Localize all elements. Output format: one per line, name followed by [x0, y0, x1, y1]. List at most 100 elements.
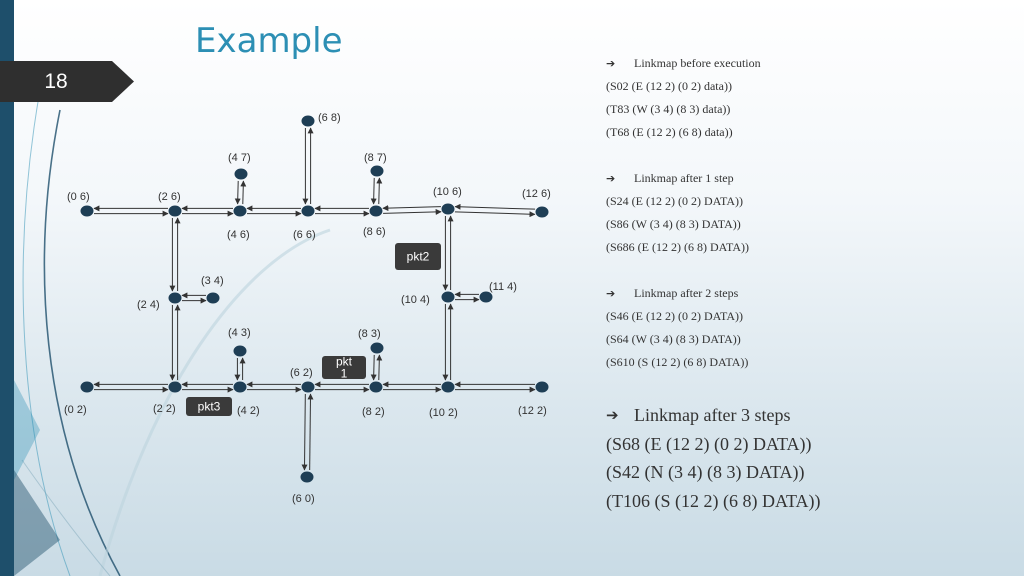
linkmap-line: (S68 (E (12 2) (0 2) DATA)) [606, 433, 812, 454]
packet-pkt1 [322, 356, 366, 379]
node-n0_2 [80, 381, 94, 393]
linkmap-before-section: ➔ Linkmap before execution (S02 (E (12 2)… [606, 52, 761, 144]
link-backward [454, 203, 536, 210]
link-forward [376, 354, 383, 381]
arrow-bullet-icon: ➔ [606, 57, 616, 70]
linkmap-line: (S610 (S (12 2) (6 8) DATA)) [606, 355, 749, 369]
node-label: (3 4) [201, 275, 224, 287]
link-backward [234, 180, 241, 205]
decorative-curve [43, 109, 121, 576]
linkmap-heading: Linkmap before execution [634, 56, 761, 70]
arrow-bullet-icon: ➔ [606, 172, 616, 185]
node-n2_4 [168, 292, 182, 304]
packet-label: pkt3 [198, 400, 221, 414]
node-n8_6 [369, 205, 383, 217]
packet-pkt2 [395, 243, 441, 270]
linkmap-line: (S02 (E (12 2) (0 2) data)) [606, 79, 732, 93]
link-backward [370, 177, 377, 205]
node-n8_7 [370, 165, 384, 177]
packet-pkt3 [186, 397, 232, 416]
node-n11_4 [479, 291, 493, 303]
packet-label: pkt2 [407, 250, 430, 264]
decorative-triangle [14, 470, 60, 576]
linkmap-heading: Linkmap after 3 steps [634, 405, 791, 425]
linkmap-line: (S86 (W (3 4) (8 3) DATA)) [606, 217, 741, 231]
link-forward [383, 208, 442, 215]
node-n6_2 [301, 381, 315, 393]
slide-number-tab [0, 61, 134, 102]
linkmap-line: (S46 (E (12 2) (0 2) DATA)) [606, 309, 744, 323]
link-backward [382, 205, 441, 212]
packet-label: pkt [336, 355, 353, 369]
node-label: (11 4) [489, 281, 517, 293]
node-label: (12 2) [518, 405, 547, 417]
decorative-curve [98, 228, 331, 576]
slide-title: Example [195, 21, 343, 61]
node-n12_2 [535, 381, 549, 393]
node-label: (2 2) [153, 403, 176, 415]
linkmap-line: (S24 (E (12 2) (0 2) DATA)) [606, 194, 744, 208]
node-n4_3 [233, 345, 247, 357]
arrow-bullet-icon: ➔ [606, 406, 619, 424]
slide-number: 18 [44, 70, 68, 93]
node-n10_4 [441, 291, 455, 303]
node-label: (6 0) [292, 493, 315, 505]
node-label: (6 6) [293, 229, 316, 241]
linkmap-heading: Linkmap after 1 step [634, 171, 734, 185]
node-label: (10 6) [433, 186, 462, 198]
link-backward [370, 354, 377, 381]
node-label: (2 6) [158, 191, 181, 203]
node-n2_2 [168, 381, 182, 393]
node-label: (0 6) [67, 191, 90, 203]
decorative-curve [21, 459, 111, 576]
node-n4_2 [233, 381, 247, 393]
packet-label: 1 [341, 367, 348, 381]
link-backward [307, 393, 314, 471]
node-label: (4 3) [228, 327, 251, 339]
linkmap-step2-section: ➔ Linkmap after 2 steps (S46 (E (12 2) (0… [606, 282, 748, 374]
linkmap-line: (S686 (E (12 2) (6 8) DATA)) [606, 240, 750, 254]
node-label: (4 7) [228, 152, 251, 164]
linkmap-line: (S64 (W (3 4) (8 3) DATA)) [606, 332, 741, 346]
edges-layer [93, 127, 536, 471]
node-label: (4 6) [227, 229, 250, 241]
linkmap-heading: Linkmap after 2 steps [634, 286, 739, 300]
linkmap-line: (T83 (W (3 4) (8 3) data)) [606, 102, 731, 116]
node-n10_6 [441, 203, 455, 215]
node-label: (10 2) [429, 407, 458, 419]
node-label: (12 6) [522, 188, 551, 200]
link-forward [376, 177, 383, 205]
link-forward [454, 211, 536, 218]
node-label: (6 8) [318, 112, 341, 124]
node-n6_8 [301, 115, 315, 127]
linkmap-line: (S42 (N (3 4) (8 3) DATA)) [606, 462, 805, 482]
left-accent-bar [0, 0, 14, 576]
node-label: (0 2) [64, 404, 87, 416]
node-n6_0 [300, 471, 314, 483]
node-n12_6 [535, 206, 549, 218]
decorative-triangle [14, 380, 40, 480]
node-n8_3 [370, 342, 384, 354]
node-n3_4 [206, 292, 220, 304]
linkmap-line: (T106 (S (12 2) (6 8) DATA)) [606, 490, 821, 511]
decorative-curve [22, 89, 71, 576]
node-n4_7 [234, 168, 248, 180]
link-forward [240, 180, 247, 205]
linkmap-step3-section: ➔ Linkmap after 3 steps (S68 (E (12 2) (0… [606, 401, 821, 515]
node-label: (8 3) [358, 328, 381, 340]
node-label: (2 4) [137, 299, 160, 311]
nodes-layer [80, 115, 549, 483]
node-n6_6 [301, 205, 315, 217]
node-label: (6 2) [290, 367, 313, 379]
linkmap-line: (T68 (E (12 2) (6 8) data)) [606, 125, 733, 139]
node-n10_2 [441, 381, 455, 393]
node-label: (8 7) [364, 152, 387, 164]
labels-layer: (0 6) (2 6) (4 6) (6 6) (8 6) (10 6) (12 6) (6 … [64, 112, 551, 505]
arrow-bullet-icon: ➔ [606, 287, 616, 300]
node-label: (8 6) [363, 226, 386, 238]
node-label: (4 2) [237, 405, 260, 417]
